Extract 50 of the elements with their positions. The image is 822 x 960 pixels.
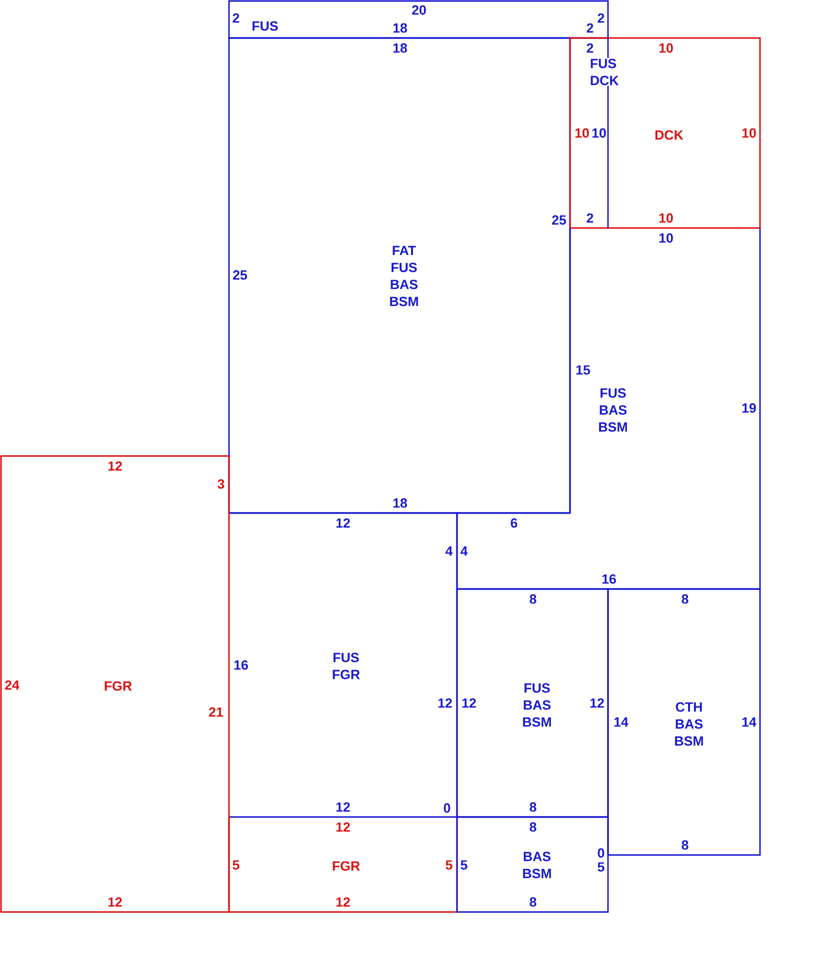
dimension-label: 2 [232,12,240,24]
dimension-label: 0 [596,848,606,858]
dimension-label: 10 [658,42,674,54]
dimension-label: 2 [586,42,594,54]
dimension-label: 10 [658,212,674,224]
dimension-label: 12 [106,896,124,908]
dimension-label: 19 [740,402,758,414]
dimension-label: 5 [596,862,606,872]
dimension-label: 16 [600,574,618,584]
dimension-label: 10 [574,128,590,138]
dimension-label: 16 [232,660,250,670]
dimension-label: 4 [444,546,454,556]
dimension-label: 12 [460,698,478,708]
dimension-label: 12 [106,460,124,472]
dimension-label: 18 [392,22,408,34]
dimension-label: 21 [208,706,224,718]
dimension-label: 18 [392,498,408,508]
dimension-label: 12 [436,698,454,708]
dimension-label: 14 [740,716,758,728]
dimension-label: 5 [460,860,468,870]
dimension-label: 0 [442,802,452,814]
dimension-label: 12 [334,822,352,832]
dimension-label: 2 [596,12,606,24]
dimension-label: 2 [586,212,594,224]
dimension-label: 5 [444,860,454,870]
dimension-label: 25 [550,214,568,226]
dimension-label: 8 [680,594,690,604]
dimension-label: 12 [334,518,352,528]
dimension-label: 6 [510,518,518,528]
dimension-label: 2 [586,22,594,34]
dimension-label: 10 [658,232,674,244]
dimension-label: 3 [216,478,226,490]
dimension-label: 8 [680,840,690,850]
dimension-label: 25 [232,270,248,280]
dimension-label: 12 [588,698,606,708]
dimension-label: 24 [4,680,20,690]
dimension-label: 12 [334,896,352,908]
dimension-label: 8 [528,802,538,812]
dimension-label: 14 [612,716,630,728]
dimension-label: 20 [410,4,428,16]
dimension-label: 12 [334,802,352,812]
dimension-label: 18 [392,42,408,54]
dimension-label: 4 [460,546,468,556]
dimension-label: 8 [528,822,538,832]
dimension-label: 10 [590,128,608,138]
dimension-label: 15 [574,364,592,376]
dimension-label: 8 [528,896,538,908]
dimension-label: 8 [528,594,538,604]
dimension-label: 10 [740,128,758,138]
dimension-label: 5 [232,860,240,870]
